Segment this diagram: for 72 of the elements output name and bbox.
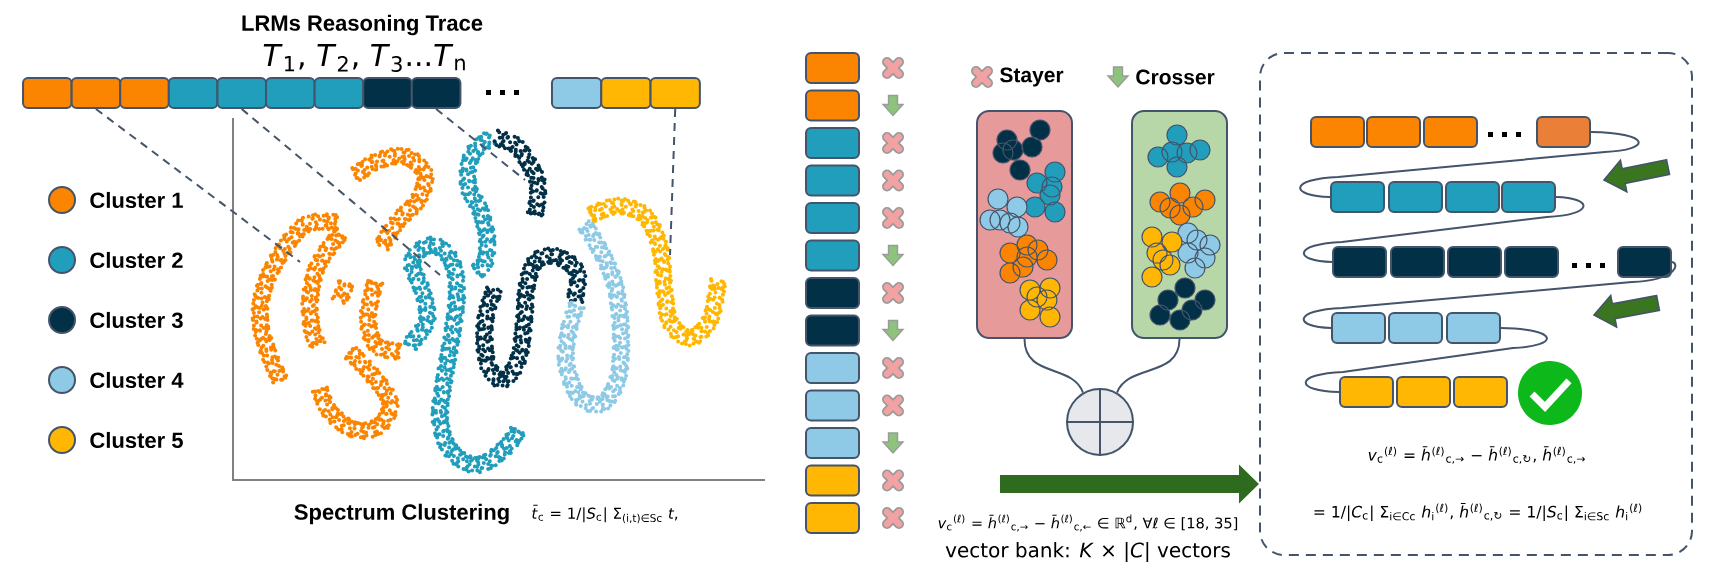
caption: Spectrum Clustering — [294, 503, 509, 525]
token-box — [805, 352, 860, 384]
token-box — [805, 277, 860, 309]
token-box — [362, 77, 413, 109]
leader-line — [94, 108, 301, 263]
token-box — [1617, 246, 1672, 278]
token-box — [1445, 181, 1500, 213]
leader-line — [435, 108, 526, 181]
token-box — [1501, 181, 1556, 213]
connector-line — [1023, 338, 1084, 394]
token-box — [313, 77, 365, 109]
token-box — [216, 77, 267, 109]
token-box — [1339, 376, 1394, 408]
point-cloud — [586, 196, 727, 348]
token-box — [805, 202, 860, 234]
token-box — [550, 77, 603, 109]
point-cloud — [556, 219, 631, 414]
token-box — [1504, 246, 1559, 278]
leader-line — [240, 108, 441, 276]
token-box — [1396, 376, 1451, 408]
connector-line — [1116, 338, 1181, 394]
token-box — [1388, 312, 1443, 344]
token-box — [805, 239, 860, 272]
legend-label: Cluster 3 — [90, 311, 183, 329]
token-box — [805, 89, 860, 122]
token-box — [1330, 181, 1385, 213]
formula: v$_{c}$$^{(ℓ)}$ = h̄$^{(ℓ)}$$_{c,→}$ − h̄$^{(ℓ)}$$_{c,←}$ ∈ ℝ$^{d}$, ∀ℓ ∈ [18, 35] — [938, 514, 1238, 532]
token-box — [1388, 181, 1443, 213]
token-box — [805, 389, 860, 422]
token-box — [1310, 116, 1365, 148]
formula: t̄$_{c}$ = 1/|S$_{c}$| Σ$_{(i,t)∈Sc}$ t, — [532, 504, 678, 524]
token-box — [1366, 116, 1421, 148]
connector-line — [1302, 261, 1677, 329]
connector-line — [1304, 327, 1548, 393]
sum-circle — [1065, 387, 1135, 457]
legend-label: Cluster 2 — [90, 251, 183, 269]
token-box — [70, 77, 122, 109]
token-box — [805, 502, 860, 534]
token-box — [1536, 116, 1591, 148]
legend-label: Stayer — [1000, 67, 1064, 87]
heading: LRMs Reasoning Trace — [242, 14, 483, 36]
connector-line — [1299, 131, 1640, 198]
legend-label: Cluster 4 — [90, 371, 184, 389]
token-box — [265, 77, 316, 109]
connector-line — [1303, 196, 1585, 263]
token-box — [1331, 312, 1386, 344]
formula: v$_{c}$$^{(ℓ)}$ = h̄$^{(ℓ)}$$_{c,→}$ − h̄$^{(ℓ)}$$_{c,↻}$, h̄$^{(ℓ)}$c,→ — [1368, 446, 1585, 464]
token-box — [600, 77, 652, 109]
token-box — [1453, 376, 1508, 408]
formula: vector bank: K × |C| vectors — [945, 541, 1230, 562]
token-box — [649, 77, 701, 109]
legend-label: Cluster 1 — [90, 191, 183, 209]
token-box — [805, 427, 860, 459]
formula: T$_{1}$, T$_{2}$, T$_{3}$...T$_{n}$ — [263, 44, 465, 72]
token-box — [1390, 246, 1445, 278]
token-box — [805, 464, 860, 497]
token-box — [1447, 246, 1502, 278]
token-box — [805, 52, 860, 84]
token-box — [805, 164, 860, 197]
formula: = 1/|C$_{c}$| Σ$_{i∈Cc}$ h$_{i}$$^{(ℓ)}$, h̄$^{(ℓ)}$$_{c,↻}$ = 1/|S$_{c}$| Σ$_{i∈Sc}$ h$_{i}$(ℓ) — [1314, 502, 1642, 522]
token-box — [1446, 312, 1501, 344]
token-box — [805, 127, 860, 159]
legend-label: Cluster 5 — [90, 431, 183, 449]
token-box — [167, 77, 219, 109]
token-box — [22, 77, 73, 109]
token-box — [119, 77, 170, 109]
token-box — [410, 77, 462, 109]
token-box — [805, 314, 860, 347]
token-box — [1332, 246, 1387, 278]
legend-label: Crosser — [1136, 69, 1215, 85]
leader-line — [669, 108, 677, 256]
token-box — [1423, 116, 1478, 148]
